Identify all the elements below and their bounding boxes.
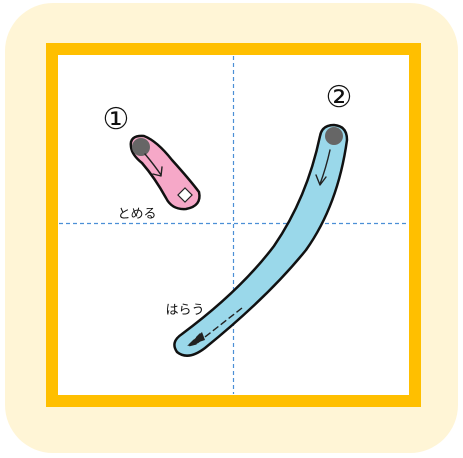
stroke-1-number: ① <box>103 102 130 137</box>
start-dot-icon <box>325 127 343 145</box>
stroke-2 <box>173 123 349 357</box>
stroke-1 <box>129 134 201 211</box>
stroke-1-instruction: とめる <box>117 207 156 222</box>
stroke-2-shape <box>173 123 349 357</box>
arrow-icon <box>315 149 331 186</box>
stroke-2-instruction: はらう <box>165 303 204 318</box>
start-dot-icon <box>132 138 150 156</box>
stop-square-icon <box>177 187 193 203</box>
stroke-2-number: ② <box>326 80 353 115</box>
arrow-icon <box>144 153 163 177</box>
arrowhead <box>187 332 205 346</box>
